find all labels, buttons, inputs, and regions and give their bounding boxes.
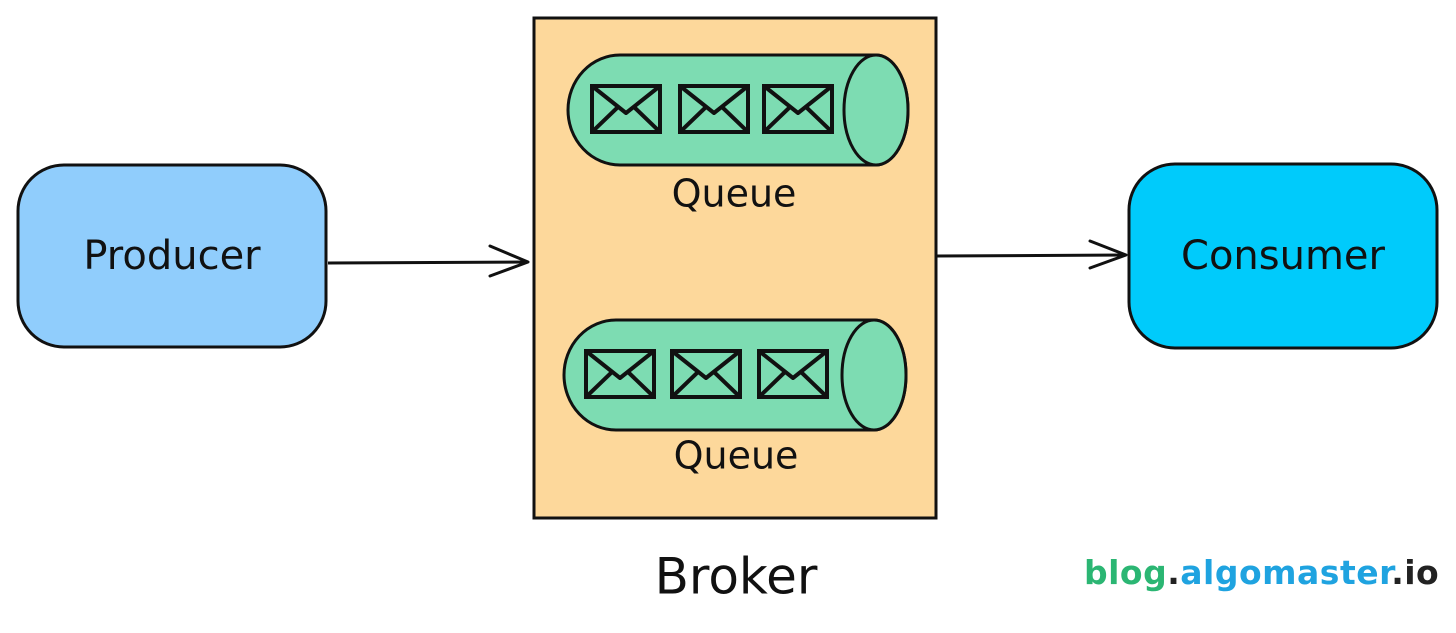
queue-1-label: Queue (672, 172, 797, 216)
queue-1-cap (842, 53, 910, 167)
watermark-dot-2: . (1391, 553, 1405, 592)
producer-box (16, 163, 328, 349)
queue-2-label: Queue (674, 434, 799, 478)
arrow-producer-to-broker (327, 244, 530, 278)
arrow-broker-to-consumer (935, 239, 1128, 270)
consumer-label: Consumer (1181, 233, 1386, 279)
broker-label: Broker (655, 548, 818, 606)
queue-2-cap (840, 318, 908, 432)
watermark-part-algomaster: algomaster (1180, 553, 1392, 592)
consumer-box (1127, 162, 1439, 350)
watermark-logo: blog.algomaster.io (1084, 553, 1439, 592)
consumer-node: Consumer (1127, 162, 1439, 350)
producer-label: Producer (83, 233, 261, 279)
queue-1: Queue (566, 53, 910, 216)
queue-2: Queue (562, 318, 908, 478)
producer-node: Producer (16, 163, 328, 349)
watermark-part-blog: blog (1084, 553, 1168, 592)
broker-node: Queue Queue (532, 16, 938, 520)
watermark-part-io: io (1404, 553, 1440, 592)
watermark-dot-1: . (1167, 553, 1181, 592)
